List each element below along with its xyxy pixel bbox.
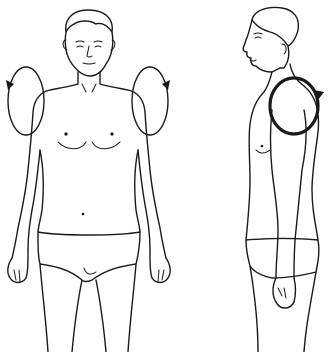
front-view-figure [6,10,170,352]
circular-arrow-icon [132,67,170,135]
front-right-nipple [110,132,113,135]
front-neck-left [50,72,78,90]
front-left-leg-inner [72,280,82,352]
front-left-shoulder-circle [8,67,44,135]
side-neck-front [264,72,272,92]
side-view-figure [243,8,324,352]
side-chest-contour [256,150,270,153]
side-neck-back [290,64,304,86]
circular-arrow-icon [6,67,44,135]
front-left-leg-outer [40,264,48,352]
front-right-leg-outer [128,264,136,352]
front-right-pec [92,142,120,149]
front-left-fingers [14,270,20,282]
front-right-arrowhead [162,80,170,90]
front-left-pec [58,142,86,149]
front-left-nipple [64,132,67,135]
front-left-hand [8,250,28,283]
side-arm-front [271,110,279,278]
side-leg-front [250,266,258,352]
front-collarbone [82,84,96,92]
front-neck-right [100,72,128,90]
side-chest [246,92,264,240]
front-right-leg-inner [96,280,106,352]
front-navel [82,213,85,216]
side-hand [273,278,296,308]
front-right-shoulder-circle [132,67,168,135]
front-right-hand [150,250,170,283]
side-leg-back [304,272,316,352]
front-briefs-seam [84,268,96,274]
side-nipple [261,145,264,148]
side-briefs [246,239,319,279]
front-left-arrowhead [6,80,14,90]
front-head [63,10,115,76]
side-fingers [278,288,286,298]
side-shoulder-circle [270,78,318,134]
side-head [243,8,298,73]
front-right-fingers [158,270,164,282]
